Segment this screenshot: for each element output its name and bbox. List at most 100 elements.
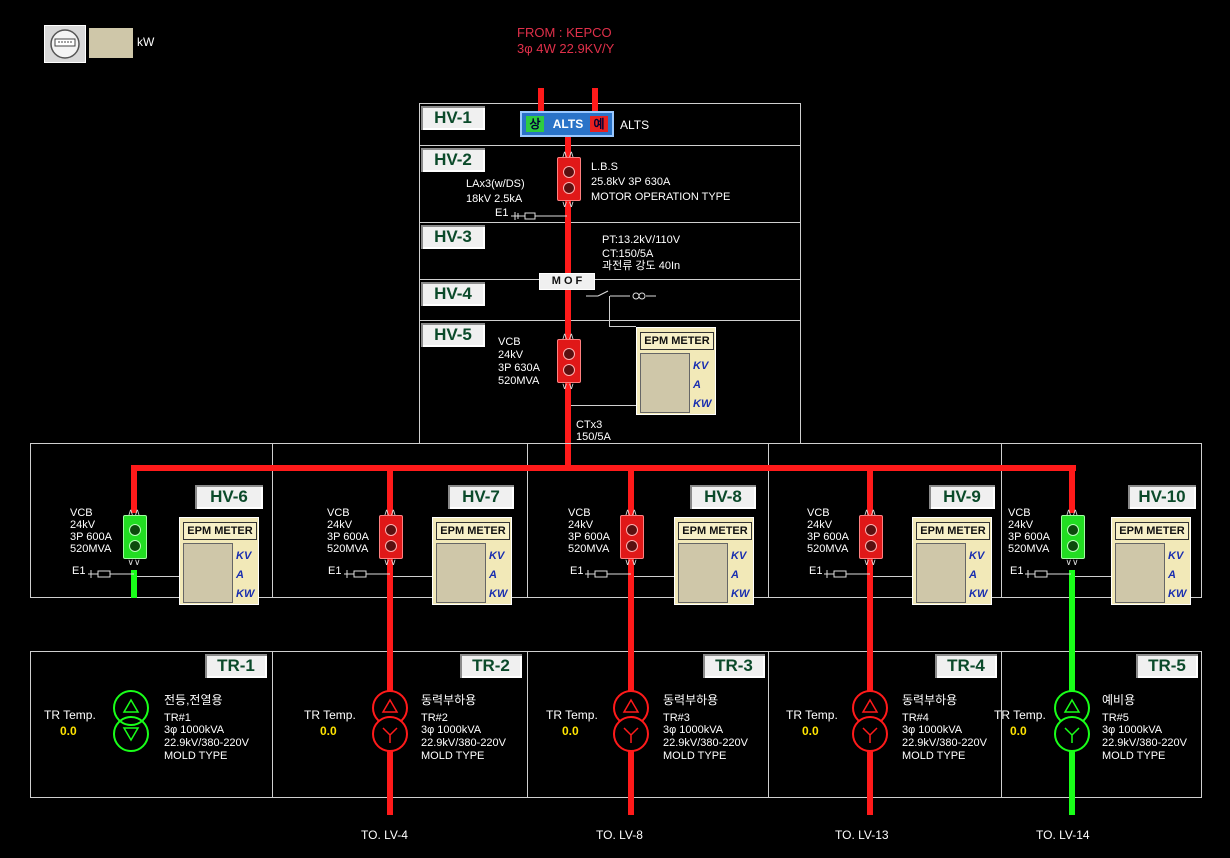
feeder3-line bbox=[628, 465, 634, 815]
alts-backup-button[interactable]: 예 bbox=[590, 116, 608, 132]
epm-unit-kv: KV bbox=[731, 550, 747, 562]
hv6-vcb[interactable] bbox=[123, 515, 147, 559]
hv10-vcb[interactable] bbox=[1061, 515, 1085, 559]
tr4-use: 동력부하용 bbox=[902, 693, 958, 707]
hv8-vcb[interactable] bbox=[620, 515, 644, 559]
hv5-ct-line1: CTx3 bbox=[576, 419, 603, 431]
tr5-use: 예비용 bbox=[1102, 693, 1136, 707]
hv8-ct-line bbox=[634, 576, 675, 577]
epm-unit-kw: KW bbox=[731, 588, 750, 600]
hv5-ct-line bbox=[571, 405, 636, 406]
epm-unit-a: A bbox=[489, 569, 497, 581]
tr1-use: 전등,전열용 bbox=[164, 693, 223, 707]
hv7-ground-label: E1 bbox=[328, 565, 342, 577]
tr-divider-3 bbox=[768, 651, 769, 798]
power-meter-icon[interactable] bbox=[44, 25, 86, 63]
hv10-vcb-line1: VCB bbox=[1008, 507, 1031, 519]
epm-screen bbox=[640, 353, 690, 413]
output-lv8[interactable]: TO. LV-8 bbox=[596, 828, 643, 842]
hv4-label[interactable]: HV-4 bbox=[421, 282, 485, 306]
epm-unit-kv: KV bbox=[489, 550, 505, 562]
tr-divider-4 bbox=[1001, 651, 1002, 798]
lbs-breaker[interactable] bbox=[557, 157, 581, 201]
hv9-vcb[interactable] bbox=[859, 515, 883, 559]
la-line2: 18kV 2.5kA bbox=[466, 193, 523, 205]
output-lv13[interactable]: TO. LV-13 bbox=[835, 828, 889, 842]
hv6-vcb-line4: 520MVA bbox=[70, 543, 112, 555]
hv7-ground-icon bbox=[344, 566, 390, 578]
tr4-temp-value: 0.0 bbox=[802, 724, 819, 738]
hv7-bottom-connector: ∨∨ bbox=[383, 557, 397, 567]
feeder4-line bbox=[867, 465, 873, 815]
epm-unit-kw: KW bbox=[1168, 588, 1187, 600]
tr5-label[interactable]: TR-5 bbox=[1136, 654, 1198, 678]
hv10-bottom-connector: ∨∨ bbox=[1065, 557, 1079, 567]
tr3-transformer-icon[interactable] bbox=[611, 688, 651, 764]
hv10-label[interactable]: HV-10 bbox=[1128, 485, 1196, 509]
mof-box[interactable]: M O F bbox=[539, 273, 595, 290]
hv7-top-connector: ∧∧ bbox=[383, 507, 397, 517]
hv9-ground-label: E1 bbox=[809, 565, 823, 577]
output-lv14[interactable]: TO. LV-14 bbox=[1036, 828, 1090, 842]
pt-fuse-icon bbox=[586, 289, 656, 303]
hv6-bottom-connector: ∨∨ bbox=[127, 557, 141, 567]
feeder-divider-3 bbox=[768, 443, 769, 598]
tr1-type: MOLD TYPE bbox=[164, 750, 228, 762]
epm-screen bbox=[678, 543, 728, 603]
hv9-vcb-line1: VCB bbox=[807, 507, 830, 519]
epm-title: EPM METER bbox=[436, 522, 510, 540]
tr-divider-2 bbox=[527, 651, 528, 798]
hv1-label[interactable]: HV-1 bbox=[421, 106, 485, 130]
metering-line-h bbox=[609, 326, 636, 327]
hv8-bottom-connector: ∨∨ bbox=[624, 557, 638, 567]
tr4-temp-label: TR Temp. bbox=[786, 708, 838, 722]
tr2-label[interactable]: TR-2 bbox=[460, 654, 522, 678]
alts-mid-label: ALTS bbox=[552, 117, 584, 131]
tr4-transformer-icon[interactable] bbox=[850, 688, 890, 764]
hv5-epm-meter[interactable]: EPM METER KV A KW bbox=[636, 327, 716, 415]
alts-normal-button[interactable]: 상 bbox=[526, 116, 544, 132]
output-lv4[interactable]: TO. LV-4 bbox=[361, 828, 408, 842]
tr5-transformer-icon[interactable] bbox=[1052, 688, 1092, 764]
epm-unit-a: A bbox=[731, 569, 739, 581]
hv9-label[interactable]: HV-9 bbox=[929, 485, 995, 509]
tr1-name: TR#1 bbox=[164, 712, 191, 724]
hv8-label[interactable]: HV-8 bbox=[690, 485, 756, 509]
hv5-bottom-connector: ∨∨ bbox=[561, 381, 575, 391]
tr3-label[interactable]: TR-3 bbox=[703, 654, 765, 678]
incoming-feed-2 bbox=[592, 88, 598, 112]
hv7-vcb[interactable] bbox=[379, 515, 403, 559]
epm-unit-kv: KV bbox=[1168, 550, 1184, 562]
hv7-epm-meter[interactable]: EPM METER KV A KW bbox=[432, 517, 512, 605]
hv3-label[interactable]: HV-3 bbox=[421, 225, 485, 249]
main-feed-line bbox=[565, 137, 571, 469]
tr5-temp-label: TR Temp. bbox=[994, 708, 1046, 722]
epm-unit-a: A bbox=[236, 569, 244, 581]
tr1-label[interactable]: TR-1 bbox=[205, 654, 267, 678]
hv8-vcb-line2: 24kV bbox=[568, 519, 594, 531]
alts-switch[interactable]: 상 ALTS 예 bbox=[520, 111, 614, 137]
tr2-transformer-icon[interactable] bbox=[370, 688, 410, 764]
hv9-vcb-line3: 3P 600A bbox=[807, 531, 850, 543]
hv5-label[interactable]: HV-5 bbox=[421, 323, 485, 347]
lbs-line3: MOTOR OPERATION TYPE bbox=[591, 191, 731, 203]
hv10-vcb-line2: 24kV bbox=[1008, 519, 1034, 531]
hv5-vcb[interactable] bbox=[557, 339, 581, 383]
tr4-label[interactable]: TR-4 bbox=[935, 654, 997, 678]
feeder1-out bbox=[131, 570, 137, 598]
ct-text: CT:150/5A bbox=[602, 248, 654, 260]
epm-unit-kv: KV bbox=[693, 360, 709, 372]
hv7-label[interactable]: HV-7 bbox=[448, 485, 514, 509]
hv6-label[interactable]: HV-6 bbox=[195, 485, 263, 509]
tr5-name: TR#5 bbox=[1102, 712, 1129, 724]
hv2-label[interactable]: HV-2 bbox=[421, 148, 485, 172]
tr1-transformer-icon[interactable] bbox=[111, 688, 151, 764]
hv5-vcb-line1: VCB bbox=[498, 336, 521, 348]
epm-unit-kw: KW bbox=[489, 588, 508, 600]
incoming-feed-1 bbox=[538, 88, 544, 112]
feeder-divider-1 bbox=[272, 443, 273, 598]
